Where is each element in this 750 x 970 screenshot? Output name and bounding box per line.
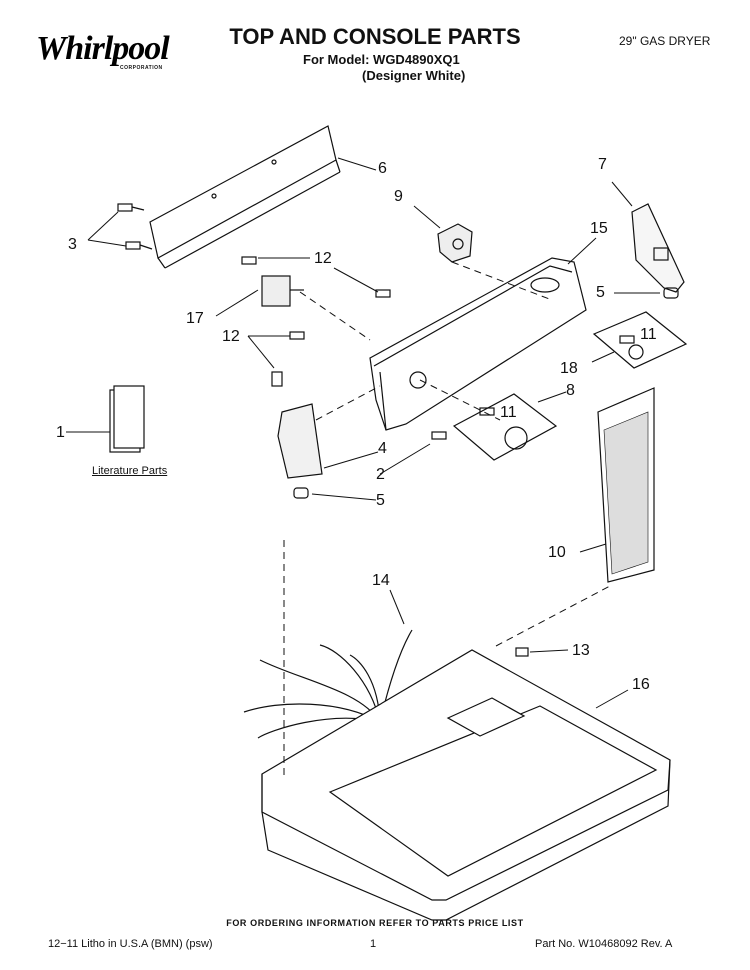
callout-11b: 11 <box>500 404 517 421</box>
part-console-15 <box>369 257 587 431</box>
literature-parts-label: Literature Parts <box>92 465 168 477</box>
callout-12b: 12 <box>222 328 240 345</box>
part-knob-box-18 <box>592 311 688 369</box>
callout-14: 14 <box>372 572 390 589</box>
brand-logo: Whirlpool CORPORATION <box>28 22 173 74</box>
part-knob-box-8 <box>452 393 558 461</box>
callout-12a: 12 <box>314 250 332 267</box>
callout-3: 3 <box>68 236 77 253</box>
callout-8: 8 <box>566 382 575 399</box>
callout-16: 16 <box>632 676 650 693</box>
callout-18: 18 <box>560 360 578 377</box>
callout-9: 9 <box>394 188 403 205</box>
part-switch-17 <box>241 256 391 387</box>
callout-5b: 5 <box>376 492 385 509</box>
part-lint-screen-10 <box>597 387 655 583</box>
part-bracket-7 <box>631 203 685 293</box>
callout-11a: 11 <box>640 326 657 343</box>
callout-7: 7 <box>598 156 607 173</box>
callout-15: 15 <box>590 220 608 237</box>
product-type: 29" GAS DRYER <box>619 34 711 48</box>
callout-6: 6 <box>378 160 387 177</box>
callout-1: 1 <box>56 424 65 441</box>
page-title: TOP AND CONSOLE PARTS <box>229 24 521 49</box>
brand-name: Whirlpool <box>36 30 170 67</box>
callout-5a: 5 <box>596 284 605 301</box>
part-number: Part No. W10468092 Rev. A <box>535 938 673 950</box>
brand-sub: CORPORATION <box>120 65 163 71</box>
part-screws-3 <box>117 203 153 250</box>
callout-13: 13 <box>572 642 590 659</box>
part-rear-bracket <box>149 125 341 269</box>
callout-2: 2 <box>376 466 385 483</box>
part-top-16 <box>261 649 671 921</box>
part-end-cap-4 <box>277 403 323 479</box>
model-line: For Model: WGD4890XQ1 <box>303 52 460 67</box>
litho-info: 12−11 Litho in U.S.A (BMN) (psw) <box>48 938 213 950</box>
callout-17: 17 <box>186 310 204 327</box>
callout-4: 4 <box>378 440 387 457</box>
model-variant: (Designer White) <box>362 68 466 83</box>
ordering-note: FOR ORDERING INFORMATION REFER TO PARTS … <box>226 918 524 928</box>
callout-10: 10 <box>548 544 566 561</box>
page-number: 1 <box>370 938 377 950</box>
part-switch-9 <box>437 223 473 263</box>
